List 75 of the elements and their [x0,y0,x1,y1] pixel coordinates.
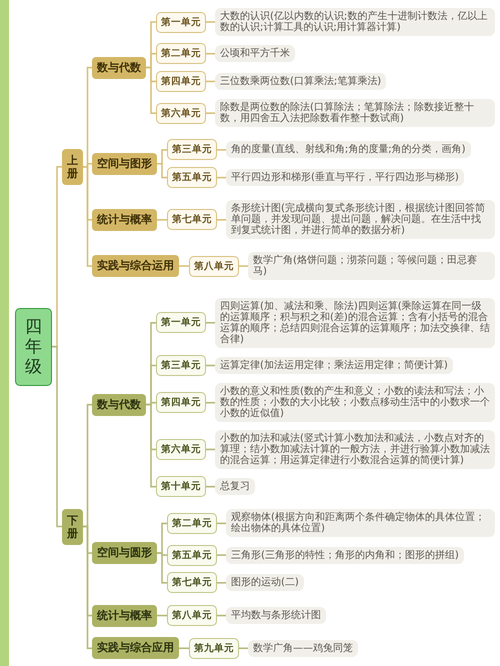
topic-box: 实践与综合应用 [92,637,179,660]
topic-box: 空间与图形 [92,152,157,175]
connector-line [206,21,215,23]
content-note: 运算定律(加法运用定律；乘法运用定律；简便计算) [215,357,453,374]
content-note: 平均数与条形统计图 [226,607,326,624]
topic-box: 统计与概率 [92,604,157,627]
topic-box: 数与代数 [92,56,146,79]
unit-box: 第五单元 [167,167,217,188]
unit-box: 第四单元 [156,392,206,414]
content-note: 总复习 [215,478,255,496]
connector-line [157,219,167,221]
unit-box: 第六单元 [156,102,206,124]
content-note: 三角形(三角形的特性；角形的内角和；图形的拼组) [226,546,464,564]
connector-line [206,486,215,488]
volume-box: 下册 [62,508,83,544]
connector-line [52,346,62,528]
content-note: 小数的意义和性质(数的产生和意义；小数的读法和写法；小数的性质；小数的大小比较；小数点移动生活中的小数求一个小数的近似值) [215,383,495,422]
content-note: 小数的加法和减法(竖式计算小数加法和减法，小数点对齐的算理；结小数加减法计算的一般方法，并进行验算小数加减法的混合运算；用运算定律进行小数混合运算的简便计算) [215,430,495,469]
connector-line [206,52,215,55]
unit-box: 第九单元 [189,638,239,659]
mindmap-root: 四年级 [15,308,52,386]
unit-box: 第二单元 [167,512,217,534]
unit-box: 第六单元 [156,438,206,460]
connector-line [239,265,248,267]
topic-box: 数与代数 [92,394,146,416]
connector-line [217,149,226,151]
unit-box: 第七单元 [167,572,217,594]
unit-box: 第八单元 [167,605,217,626]
connector-line [217,582,226,584]
content-note: 平行四边形和梯形(垂直与平行，平行四边形与梯形) [226,169,464,186]
connector-line [217,219,226,221]
connector-line [83,526,92,650]
unit-box: 第五单元 [167,544,217,566]
content-note: 数学广角(烙饼问题；沏茶问题；等候问题；田忌赛马) [248,252,495,280]
content-note: 图形的运动(二) [226,574,304,592]
topic-box: 统计与概率 [92,208,157,231]
connector-line [83,166,92,267]
unit-box: 第四单元 [156,70,206,92]
unit-box: 第三单元 [156,355,206,376]
unit-box: 第一单元 [156,312,206,334]
content-note: 条形统计图(完成横向复式条形统计图，根据统计图回答简单问题，并发现问题、提出问题，解决问题。在生活中找到复式统计图，并进行简单的数据分析) [226,200,495,240]
content-note: 观察物体(根据方向和距离两个条件确定物体的具体位置；绘出物体的具体位置) [226,509,495,538]
connector-line [146,66,156,114]
connector-line [217,522,226,524]
content-note: 公顷和平方千米 [215,45,295,62]
connector-line [217,554,226,556]
connector-line [206,322,215,324]
connector-line [217,614,226,616]
unit-box: 第十单元 [156,476,206,498]
volume-box: 上册 [62,148,83,185]
connector-line [206,448,215,450]
connector-line [206,112,215,114]
content-note: 角的度量(直线、射线和角;角的度量;角的分类，画角) [226,141,471,158]
unit-box: 第二单元 [156,43,206,64]
unit-box: 第三单元 [167,139,217,160]
content-note: 除数是两位数的除法(口算除法；笔算除法；除数接近整十数，用四舍五入法把除数看作整十数试商) [215,99,495,128]
unit-box: 第七单元 [167,209,217,230]
connector-line [157,162,167,178]
connector-line [179,265,189,267]
content-note: 四则运算(加、减法和乘、除法)四则运算(乘除运算在同一级的运算顺序；积与积之和(差)的混合运算；含有小括号的混合运算的顺序；总结四则混合运算的运算顺序；加法交换律、结合律) [215,298,495,348]
connector-line [179,647,189,650]
unit-box: 第八单元 [189,256,239,277]
connector-line [157,614,167,616]
connector-line [217,176,226,178]
content-note: 三位数乘两位数(口算乘法;笔算乘法) [215,72,386,90]
content-note: 大数的认识(亿以内数的认识;数的产生十进制计数法，亿以上数的认识;计算工具的认识;用计算器计算) [215,8,495,36]
connector-line [206,402,215,404]
connector-line [206,80,215,82]
connector-line [146,404,156,488]
topic-box: 实践与综合运用 [92,255,179,278]
content-note: 数学广角——鸡兔同笼 [248,640,358,657]
connector-line [206,364,215,366]
topic-box: 空间与圆形 [92,542,157,564]
unit-box: 第一单元 [156,12,206,32]
connector-line [157,552,167,584]
